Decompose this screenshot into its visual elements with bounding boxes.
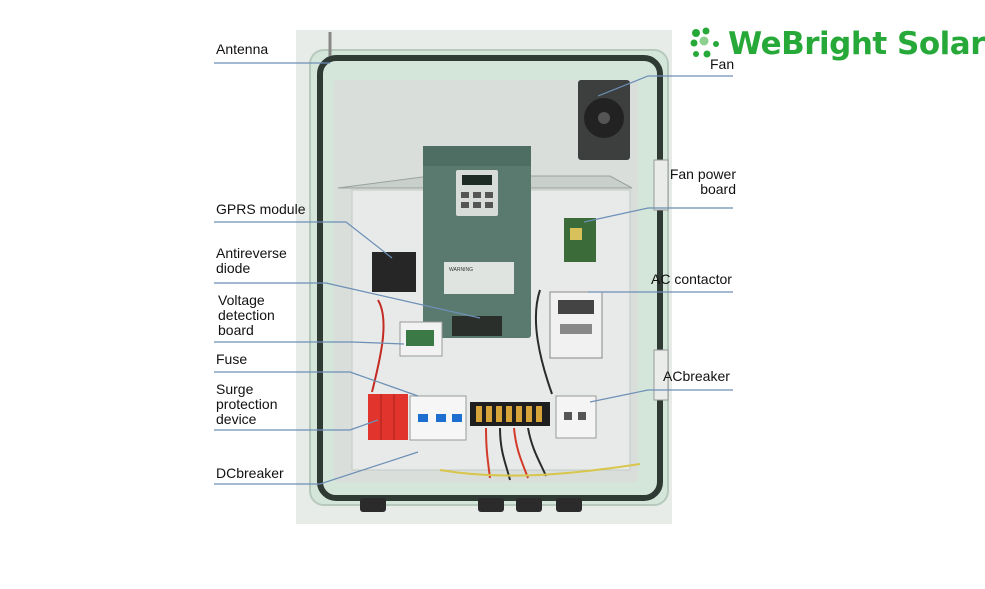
label-voltage-line1: Voltage bbox=[218, 292, 265, 308]
label-voltage-line2: detection bbox=[218, 307, 275, 323]
brand-name: WeBright Solar bbox=[728, 26, 985, 62]
label-ac-breaker: ACbreaker bbox=[663, 368, 730, 384]
ac-contactor bbox=[549, 291, 603, 359]
label-surge-line1: Surge bbox=[216, 381, 254, 397]
inverter-warning-text: WARNING bbox=[449, 267, 473, 273]
leader-gprs bbox=[214, 221, 393, 259]
voltage-detection-board bbox=[399, 321, 443, 357]
cable-glands bbox=[360, 498, 582, 512]
label-voltage-detection-board: Voltage detection board bbox=[218, 293, 275, 338]
surge-protection-device bbox=[368, 394, 408, 440]
leaf-dots-icon bbox=[690, 27, 719, 58]
label-fuse: Fuse bbox=[216, 351, 248, 367]
label-antireverse-diode-line1: Antireverse bbox=[216, 245, 287, 261]
wiring bbox=[371, 289, 641, 481]
hinge-top bbox=[653, 159, 669, 211]
fan bbox=[578, 80, 630, 160]
leader-fan bbox=[597, 75, 733, 97]
leader-lines bbox=[214, 62, 733, 485]
label-gprs-module: GPRS module bbox=[216, 201, 306, 217]
label-antireverse-diode: Antireverse diode bbox=[216, 246, 287, 276]
leader-acbreaker bbox=[589, 389, 733, 403]
label-surge-line3: device bbox=[216, 411, 257, 427]
terminal-block bbox=[470, 402, 550, 426]
fan-power-board bbox=[564, 218, 596, 262]
label-fan-power-board: Fan power board bbox=[660, 167, 736, 197]
label-fan-power-line2: board bbox=[700, 181, 736, 197]
label-fan: Fan bbox=[710, 56, 735, 72]
brand-logo: WeBright Solar bbox=[690, 24, 985, 64]
hinge-bottom bbox=[653, 349, 669, 401]
dc-breaker bbox=[409, 395, 467, 441]
label-surge-protection-device: Surge protection device bbox=[216, 382, 277, 427]
label-ac-contactor: AC contactor bbox=[651, 271, 732, 287]
leader-spd bbox=[214, 419, 379, 431]
leader-fan-power bbox=[583, 207, 733, 223]
label-surge-line2: protection bbox=[216, 396, 278, 412]
leader-dcbreaker bbox=[214, 451, 419, 485]
label-antireverse-diode-line2: diode bbox=[216, 260, 251, 276]
leader-diode bbox=[214, 282, 481, 319]
label-voltage-line3: board bbox=[218, 322, 254, 338]
inverter: WARNING bbox=[423, 146, 531, 338]
label-dc-breaker: DCbreaker bbox=[216, 465, 284, 481]
leader-voltage-board bbox=[214, 341, 405, 345]
leader-fuse bbox=[214, 371, 419, 397]
label-antenna: Antenna bbox=[216, 41, 269, 57]
gprs-module bbox=[372, 252, 416, 292]
label-fan-power-line1: Fan power bbox=[669, 166, 736, 182]
ac-breaker bbox=[555, 395, 597, 439]
